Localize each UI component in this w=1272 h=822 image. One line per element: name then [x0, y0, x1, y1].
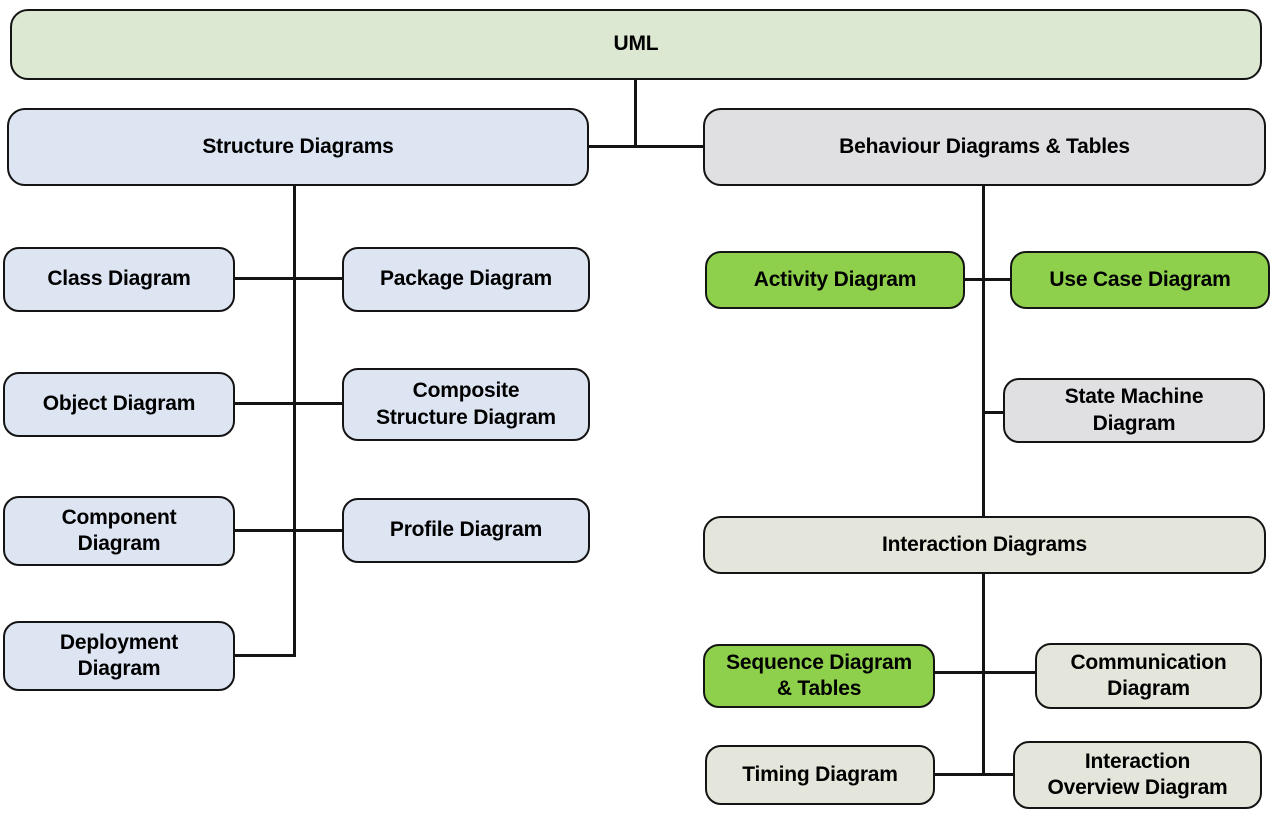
node-class-diagram: Class Diagram	[3, 247, 235, 312]
node-sequence-diagram-tables-label: Sequence Diagram & Tables	[726, 650, 912, 700]
node-interaction-overview-diagram-label: Interaction Overview Diagram	[1047, 749, 1228, 799]
connector-structure-trunk	[293, 186, 296, 657]
node-object-diagram: Object Diagram	[3, 372, 235, 437]
node-use-case-diagram: Use Case Diagram	[1010, 251, 1270, 309]
node-composite-structure-diagram-label: Composite Structure Diagram	[376, 379, 556, 429]
node-timing-diagram-label: Timing Diagram	[742, 762, 898, 786]
node-activity-diagram-label: Activity Diagram	[753, 267, 917, 291]
node-interaction-diagrams: Interaction Diagrams	[703, 516, 1266, 574]
node-profile-diagram-label: Profile Diagram	[389, 518, 543, 542]
node-package-diagram: Package Diagram	[342, 247, 590, 312]
connector-timing-overview	[935, 773, 1013, 776]
connector-object-composite	[235, 402, 342, 405]
connector-component-profile	[235, 529, 342, 532]
node-structure-diagrams: Structure Diagrams	[7, 108, 589, 186]
node-profile-diagram: Profile Diagram	[342, 498, 590, 563]
node-uml: UML	[10, 9, 1262, 80]
connector-class-package	[235, 277, 342, 280]
node-object-diagram-label: Object Diagram	[42, 392, 196, 416]
node-communication-diagram: Communication Diagram	[1035, 643, 1262, 709]
node-component-diagram: Component Diagram	[3, 496, 235, 566]
node-package-diagram-label: Package Diagram	[379, 267, 553, 291]
node-class-diagram-label: Class Diagram	[47, 267, 191, 291]
connector-deployment	[235, 654, 295, 657]
node-state-machine-diagram: State Machine Diagram	[1003, 378, 1265, 443]
node-timing-diagram: Timing Diagram	[705, 745, 935, 805]
node-interaction-diagrams-label: Interaction Diagrams	[882, 532, 1087, 556]
node-sequence-diagram-tables: Sequence Diagram & Tables	[703, 644, 935, 708]
connector-statemachine	[984, 411, 1003, 414]
connector-sequence-communication	[935, 671, 1035, 674]
node-composite-structure-diagram: Composite Structure Diagram	[342, 368, 590, 441]
node-uml-label: UML	[613, 32, 659, 56]
node-state-machine-diagram-label: State Machine Diagram	[1064, 385, 1204, 435]
node-behaviour-diagrams-tables-label: Behaviour Diagrams & Tables	[839, 134, 1130, 158]
node-behaviour-diagrams-tables: Behaviour Diagrams & Tables	[703, 108, 1266, 186]
connector-activity-usecase	[965, 278, 1010, 281]
node-deployment-diagram: Deployment Diagram	[3, 621, 235, 691]
node-use-case-diagram-label: Use Case Diagram	[1049, 267, 1231, 291]
connector-uml-down	[634, 80, 637, 147]
node-deployment-diagram-label: Deployment Diagram	[59, 630, 179, 680]
node-structure-diagrams-label: Structure Diagrams	[202, 134, 394, 158]
connector-behaviour-trunk	[982, 186, 985, 775]
node-activity-diagram: Activity Diagram	[705, 251, 965, 309]
node-interaction-overview-diagram: Interaction Overview Diagram	[1013, 741, 1262, 809]
node-component-diagram-label: Component Diagram	[61, 505, 177, 555]
node-communication-diagram-label: Communication Diagram	[1070, 650, 1227, 700]
connector-structure-behaviour	[589, 145, 703, 148]
